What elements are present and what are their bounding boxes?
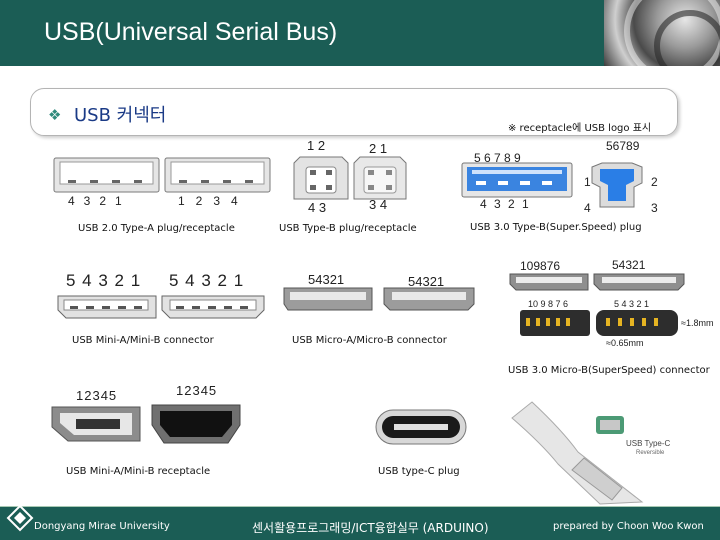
header-decoration-image [604, 0, 720, 66]
header-bar [0, 0, 720, 66]
usb3-microb-caption: USB 3.0 Micro-B(SuperSpeed) connector [508, 365, 710, 376]
usb3-microb-pins-a: 109876 [520, 259, 561, 273]
usb3-microb-pins-c: 10 9 8 7 6 [528, 299, 569, 309]
usb3-typeb-pin-3: 3 [651, 201, 658, 215]
typeb-pins-right-bottom: 3 4 [369, 197, 388, 212]
typeb-caption: USB Type-B plug/receptacle [279, 223, 417, 234]
usb2-typea-pins-right: 1234 [178, 194, 249, 208]
typec-label: USB Type-C [626, 439, 671, 448]
usb3-microb-top-diagram [509, 273, 685, 291]
usb3-typeb-pin-1: 1 [584, 175, 591, 189]
mini-receptacle-pins-right: 12345 [176, 383, 218, 398]
micro-pins-left: 54321 [308, 272, 345, 287]
mini-receptacle-diagram [51, 404, 241, 444]
diamond-bullet-icon: ❖ [48, 106, 62, 124]
mini-connector-caption: USB Mini-A/Mini-B connector [72, 335, 214, 346]
typeb-diagram [293, 156, 407, 200]
usb3-microb-pins-b: 54321 [612, 258, 646, 272]
section-note: ※ receptacle에 USB logo 표시 [508, 123, 652, 134]
footer-author: prepared by Choon Woo Kwon [553, 521, 704, 532]
usb3-typeb-bottom-pins: 4 3 2 1 [480, 197, 531, 211]
mini-receptacle-caption: USB Mini-A/Mini-B receptacle [66, 466, 211, 477]
usb3-typeb-pin-2: 2 [651, 175, 658, 189]
university-logo-icon [6, 504, 34, 532]
page-title: USB(Universal Serial Bus) [44, 18, 338, 46]
micro-pins-right: 54321 [408, 274, 445, 289]
mini-connector-diagram [57, 295, 265, 319]
usb3-typeb-pin-4: 4 [584, 201, 591, 215]
footer-bar [0, 507, 720, 540]
usb3-microb-dim-1: ≈1.8mm [681, 318, 714, 328]
section-header-box [30, 88, 678, 136]
usb2-typea-pins-left: 4321 [68, 194, 131, 208]
typeb-pins-left-top: 1 2 [307, 138, 326, 153]
usb3-typeb-diagram [461, 162, 643, 208]
footer-course: 센서활용프로그래밍/ICT융합실무 (ARDUINO) [252, 521, 489, 535]
mini-receptacle-pins-left: 12345 [76, 388, 118, 403]
typec-caption: USB type-C plug [378, 466, 460, 477]
micro-connector-diagram [283, 287, 475, 311]
footer-divider [0, 506, 720, 507]
mini-pins-left: 5 4 3 2 1 [66, 271, 142, 290]
usb3-microb-dim-2: ≈0.65mm [606, 338, 644, 348]
typeb-pins-left-bottom: 4 3 [308, 200, 327, 215]
usb2-typea-caption: USB 2.0 Type-A plug/receptacle [78, 223, 235, 234]
micro-connector-caption: USB Micro-A/Micro-B connector [292, 335, 447, 346]
usb2-typea-diagram [53, 157, 271, 193]
footer-university: Dongyang Mirae University [34, 521, 170, 532]
usb3-typeb-right-top-pins: 56789 [606, 139, 640, 153]
typec-cable-image [511, 401, 644, 505]
typeb-pins-right-top: 2 1 [369, 141, 388, 156]
typec-connector-diagram [375, 409, 467, 445]
usb3-microb-pins-d: 5 4 3 2 1 [614, 299, 650, 309]
mini-pins-right: 5 4 3 2 1 [169, 271, 245, 290]
usb3-typeb-top-pins: 5 6 7 8 9 [474, 151, 521, 165]
usb3-typeb-caption: USB 3.0 Type-B(Super.Speed) plug [470, 222, 642, 233]
typec-sublabel: Reversible [636, 450, 665, 456]
usb3-microb-detail-diagram [520, 310, 678, 336]
section-title: USB 커넥터 [74, 105, 167, 126]
